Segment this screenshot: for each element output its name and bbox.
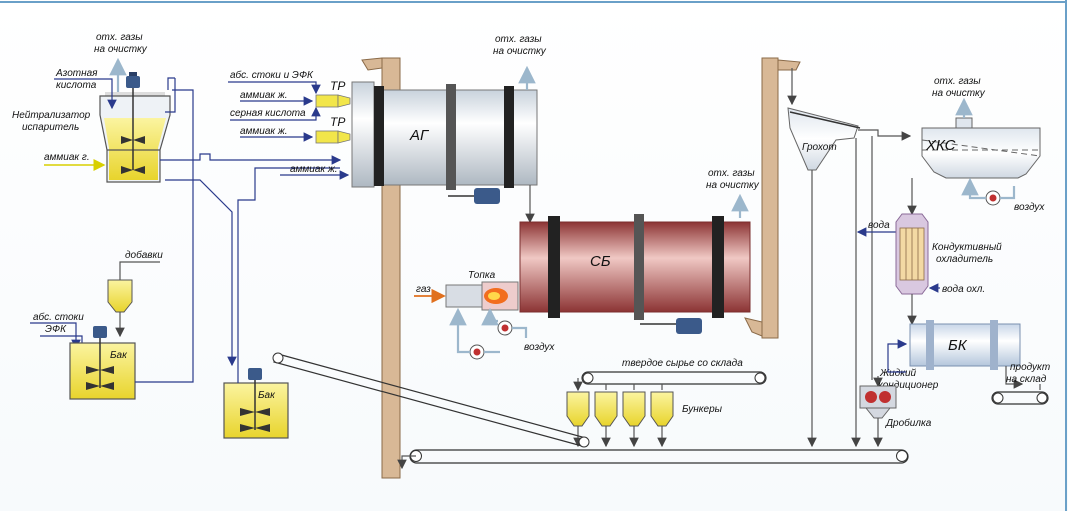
motor-icon xyxy=(126,76,140,88)
ag-granulator-drum xyxy=(351,81,538,204)
tube-reactor-1 xyxy=(315,94,351,108)
screen-label: Грохот xyxy=(802,142,837,153)
neutralizer-evaporator xyxy=(99,72,171,183)
product-label-2: на склад xyxy=(1006,374,1047,385)
tank-1 xyxy=(69,326,136,400)
liquid-conditioner-label: Жидкий xyxy=(879,368,917,379)
raw-solid-label: твердое сырье со склада xyxy=(622,358,743,369)
furnace xyxy=(445,281,519,311)
efk-label: ЭФК xyxy=(45,324,67,335)
raw-material-conveyor xyxy=(581,371,767,385)
bk-conditioner-drum xyxy=(909,320,1021,370)
sb-dryer-drum xyxy=(519,214,751,334)
fan-icon xyxy=(501,324,509,332)
tr-label-2: ТР xyxy=(330,115,345,129)
ag-label: АГ xyxy=(409,127,430,144)
furnace-label: Топка xyxy=(468,270,496,281)
crusher-roll-icon xyxy=(865,391,877,403)
bunker-1 xyxy=(566,391,590,427)
air-label-1: воздух xyxy=(524,342,555,353)
bunker-3 xyxy=(622,391,646,427)
fan-2 xyxy=(469,344,485,360)
ammonia-liquid-label-3: аммиак ж. xyxy=(290,164,338,175)
exhaust-label-4b: на очистку xyxy=(932,88,986,99)
tr-label-1: ТР xyxy=(330,79,345,93)
neutralizer-label-2: испаритель xyxy=(22,122,79,133)
product-label: продукт xyxy=(1010,362,1050,373)
fan-icon xyxy=(473,348,481,356)
bunker-2 xyxy=(594,391,618,427)
exhaust-label-3: отх. газы xyxy=(708,168,755,179)
tank-2 xyxy=(223,368,289,439)
ammonia-liquid-label-2: аммиак ж. xyxy=(240,126,288,137)
conductive-cooler-label-2: охладитель xyxy=(936,254,993,265)
crusher-roll-icon xyxy=(879,391,891,403)
additive-hopper xyxy=(107,279,133,313)
water-out-label: вода xyxy=(868,220,890,231)
crusher xyxy=(859,385,897,419)
exhaust-label-1b: на очистку xyxy=(94,44,148,55)
inclined-conveyor xyxy=(272,352,590,448)
hks-label: ХКС xyxy=(925,137,956,154)
bunker-4 xyxy=(650,391,674,427)
gas-label: газ xyxy=(416,284,431,295)
fan-3 xyxy=(985,190,1001,206)
product-conveyor xyxy=(991,391,1049,405)
bk-label: БК xyxy=(948,337,968,354)
motor-icon xyxy=(93,326,107,338)
exhaust-label-2: отх. газы xyxy=(495,34,542,45)
motor-icon xyxy=(248,368,262,380)
exhaust-label-3b: на очистку xyxy=(706,180,760,191)
hks-cooler xyxy=(921,117,1041,179)
nitric-acid-label-2: кислота xyxy=(56,80,97,91)
crusher-label: Дробилка xyxy=(885,417,932,429)
sb-label: СБ xyxy=(590,253,611,270)
ammonia-gas-label: аммиак г. xyxy=(44,152,90,163)
tank-2-label: Бак xyxy=(258,390,276,401)
ammonia-liquid-label-1: аммиак ж. xyxy=(240,90,288,101)
conductive-cooler xyxy=(895,213,929,295)
liquid-conditioner-label-2: кондиционер xyxy=(878,380,939,391)
nitric-acid-label: Азотная xyxy=(55,68,98,79)
conductive-cooler-label: Кондуктивный xyxy=(932,242,1002,253)
cooling-water-label: вода охл. xyxy=(942,284,985,295)
tank-1-label: Бак xyxy=(110,350,128,361)
waste-water-label: абс. стоки xyxy=(33,311,84,323)
air-label-2: воздух xyxy=(1014,202,1045,213)
bucket-elevator-2 xyxy=(744,57,801,339)
sulfuric-acid-label: серная кислота xyxy=(230,108,306,119)
exhaust-label-4: отх. газы xyxy=(934,76,981,87)
bunkers-label: Бункеры xyxy=(682,404,723,415)
fan-icon xyxy=(989,194,997,202)
exhaust-label-2b: на очистку xyxy=(493,46,547,57)
main-conveyor xyxy=(409,449,909,464)
screen xyxy=(787,107,861,171)
additives-label: добавки xyxy=(125,249,163,261)
tube-reactor-2 xyxy=(315,130,351,144)
waste-efk-label: абс. стоки и ЭФК xyxy=(230,69,314,81)
motor-icon xyxy=(676,318,702,334)
exhaust-label-1: отх. газы xyxy=(96,32,143,43)
neutralizer-label: Нейтрализатор xyxy=(12,110,91,121)
motor-icon xyxy=(474,188,500,204)
fan-1 xyxy=(497,320,513,336)
